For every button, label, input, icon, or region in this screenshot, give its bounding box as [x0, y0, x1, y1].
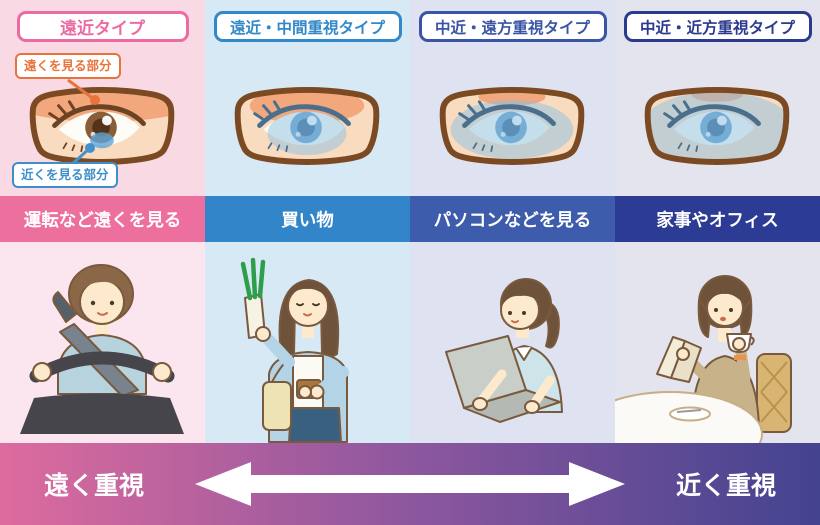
woman-shopping-illustration	[240, 257, 349, 443]
use-case-label: パソコンなどを見る	[433, 210, 592, 231]
eye-lens-diagram-icon	[234, 86, 380, 165]
use-case-label: 家事やオフィス	[656, 210, 779, 231]
type-label-pill: 中近・遠方重視タイプ	[418, 11, 607, 42]
eye-lens-diagram-icon	[29, 86, 175, 165]
eye-lens-diagram-icon	[439, 86, 585, 165]
use-case-label: 運転など遠くを見る	[23, 210, 182, 231]
lens-diagram-panel: 中近・遠方重視タイプ	[410, 0, 615, 196]
illustration-panel	[0, 242, 205, 443]
emphasis-axis-bar: 遠く重視 近く重視	[0, 443, 820, 525]
distance-zone-label: 遠くを見る部分	[24, 58, 112, 73]
use-case-bar: 買い物	[205, 196, 410, 242]
type-label: 中近・近方重視タイプ	[639, 18, 795, 37]
column-mid-near-near-type: 中近・近方重視タイプ	[615, 0, 820, 443]
woman-at-laptop-illustration	[445, 278, 563, 423]
use-case-bar: 家事やオフィス	[615, 196, 820, 242]
illustration-panel	[615, 242, 820, 443]
axis-left-label: 遠く重視	[44, 471, 145, 500]
type-label-pill: 中近・近方重視タイプ	[623, 11, 812, 42]
distance-zone-callout: 遠くを見る部分	[15, 53, 121, 79]
type-label: 遠近・中間重視タイプ	[229, 18, 385, 37]
type-columns: 遠近タイプ	[0, 0, 820, 443]
double-arrow-icon	[195, 462, 625, 506]
woman-reading-illustration	[615, 275, 792, 443]
type-label: 遠近タイプ	[60, 19, 145, 39]
lens-diagram-panel: 遠近タイプ	[0, 0, 205, 196]
use-case-label: 買い物	[281, 210, 334, 231]
lens-diagram-panel: 遠近・中間重視タイプ	[205, 0, 410, 196]
near-zone-label: 近くを見る部分	[21, 167, 109, 182]
use-case-bar: 運転など遠くを見る	[0, 196, 205, 242]
type-label: 中近・遠方重視タイプ	[434, 18, 590, 37]
column-mid-near-distance-type: 中近・遠方重視タイプ	[410, 0, 615, 443]
illustration-panel	[205, 242, 410, 443]
lens-diagram-panel: 中近・近方重視タイプ	[615, 0, 820, 196]
use-case-bar: パソコンなどを見る	[410, 196, 615, 242]
woman-driving-illustration	[20, 264, 184, 434]
column-far-near-type: 遠近タイプ	[0, 0, 205, 443]
eye-lens-diagram-icon	[644, 86, 790, 165]
axis-right-label: 近く重視	[675, 471, 776, 500]
near-zone-callout: 近くを見る部分	[12, 162, 118, 188]
type-label-pill: 遠近タイプ	[16, 11, 189, 42]
column-far-near-intermediate-type: 遠近・中間重視タイプ	[205, 0, 410, 443]
illustration-panel	[410, 242, 615, 443]
type-label-pill: 遠近・中間重視タイプ	[213, 11, 402, 42]
